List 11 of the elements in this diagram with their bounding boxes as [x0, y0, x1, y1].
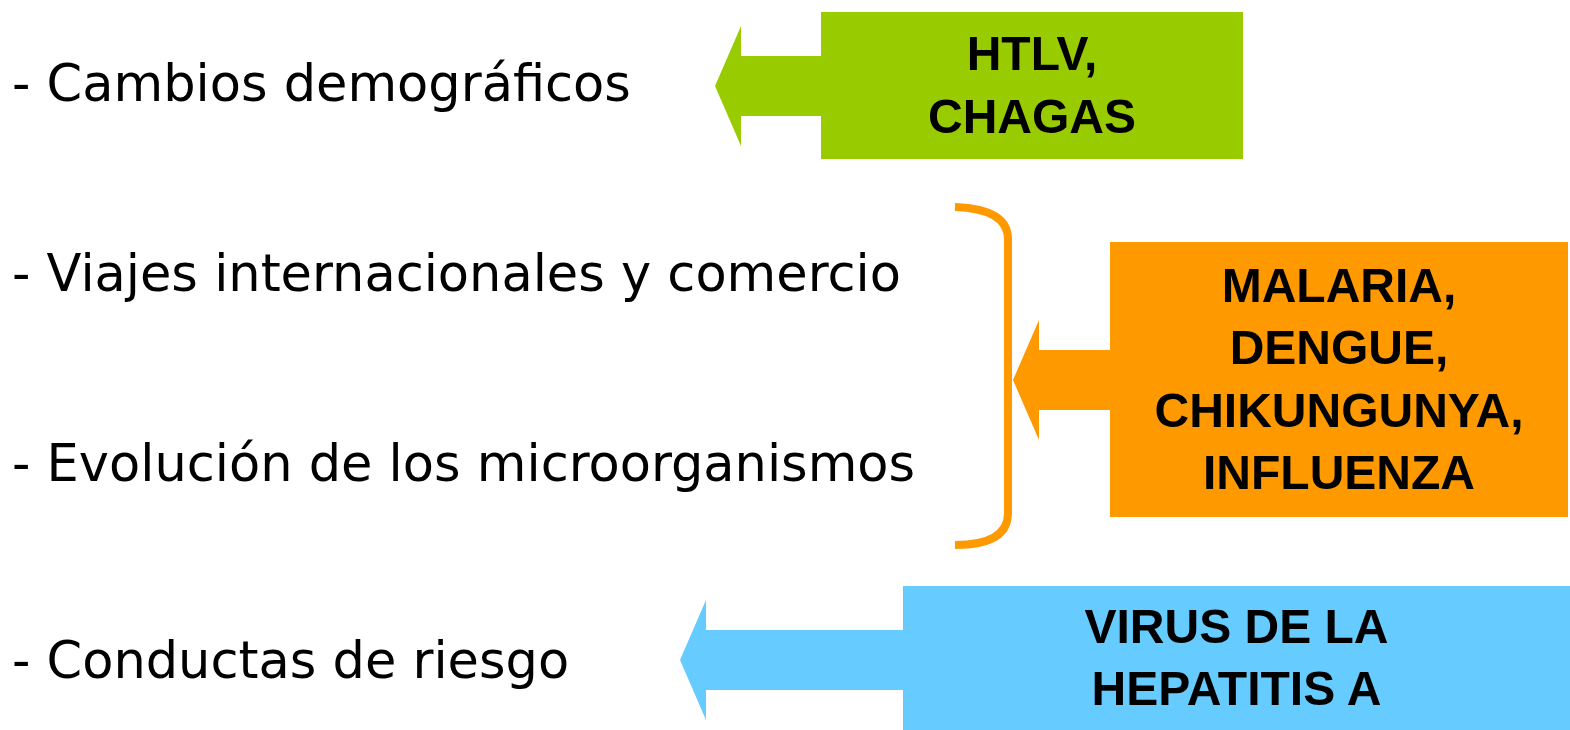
curly-bracket	[953, 203, 1013, 549]
factor-text: - Evolución de los microorganismos	[12, 430, 952, 496]
block-arrow	[680, 600, 903, 720]
disease-box: VIRUS DE LA HEPATITIS A	[903, 586, 1570, 730]
factor-text: - Viajes internacionales y comercio	[12, 240, 952, 306]
block-arrow	[1013, 320, 1110, 440]
disease-box: HTLV, CHAGAS	[821, 12, 1243, 159]
block-arrow	[715, 26, 821, 146]
disease-box: MALARIA, DENGUE, CHIKUNGUNYA, INFLUENZA	[1110, 242, 1568, 517]
factor-text: - Cambios demográficos	[12, 50, 715, 116]
factor-text: - Conductas de riesgo	[12, 600, 680, 720]
